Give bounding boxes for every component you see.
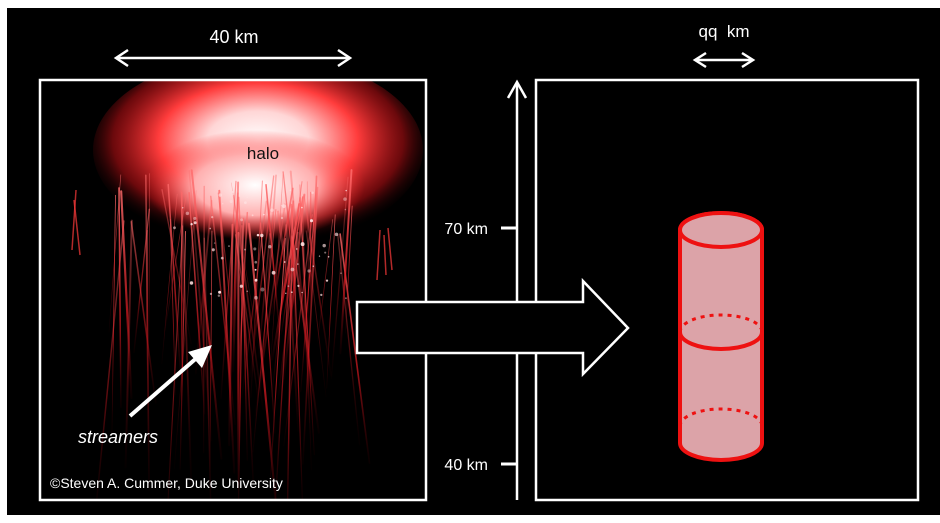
- top-scale-label: 40 km: [209, 27, 258, 47]
- streamers-label: streamers: [78, 427, 158, 447]
- altitude-axis-up-arrow-icon: [501, 79, 528, 500]
- top-scale-double-arrow-icon: [113, 48, 353, 68]
- streamers-pointer-arrow-icon: [128, 345, 212, 418]
- streamer-cylinder-icon: [678, 211, 764, 462]
- right-scale-label: qq km: [698, 22, 749, 41]
- altitude-tick-70: 70 km: [444, 221, 488, 238]
- right-scale-double-arrow-icon: [692, 51, 756, 69]
- photo-frame: [38, 78, 428, 502]
- photo-credit: ©Steven A. Cummer, Duke University: [50, 475, 283, 491]
- sprite-photo: [40, 80, 426, 500]
- altitude-tick-40: 40 km: [444, 457, 488, 474]
- transition-block-arrow-icon: [355, 277, 630, 378]
- halo-label: halo: [247, 144, 279, 163]
